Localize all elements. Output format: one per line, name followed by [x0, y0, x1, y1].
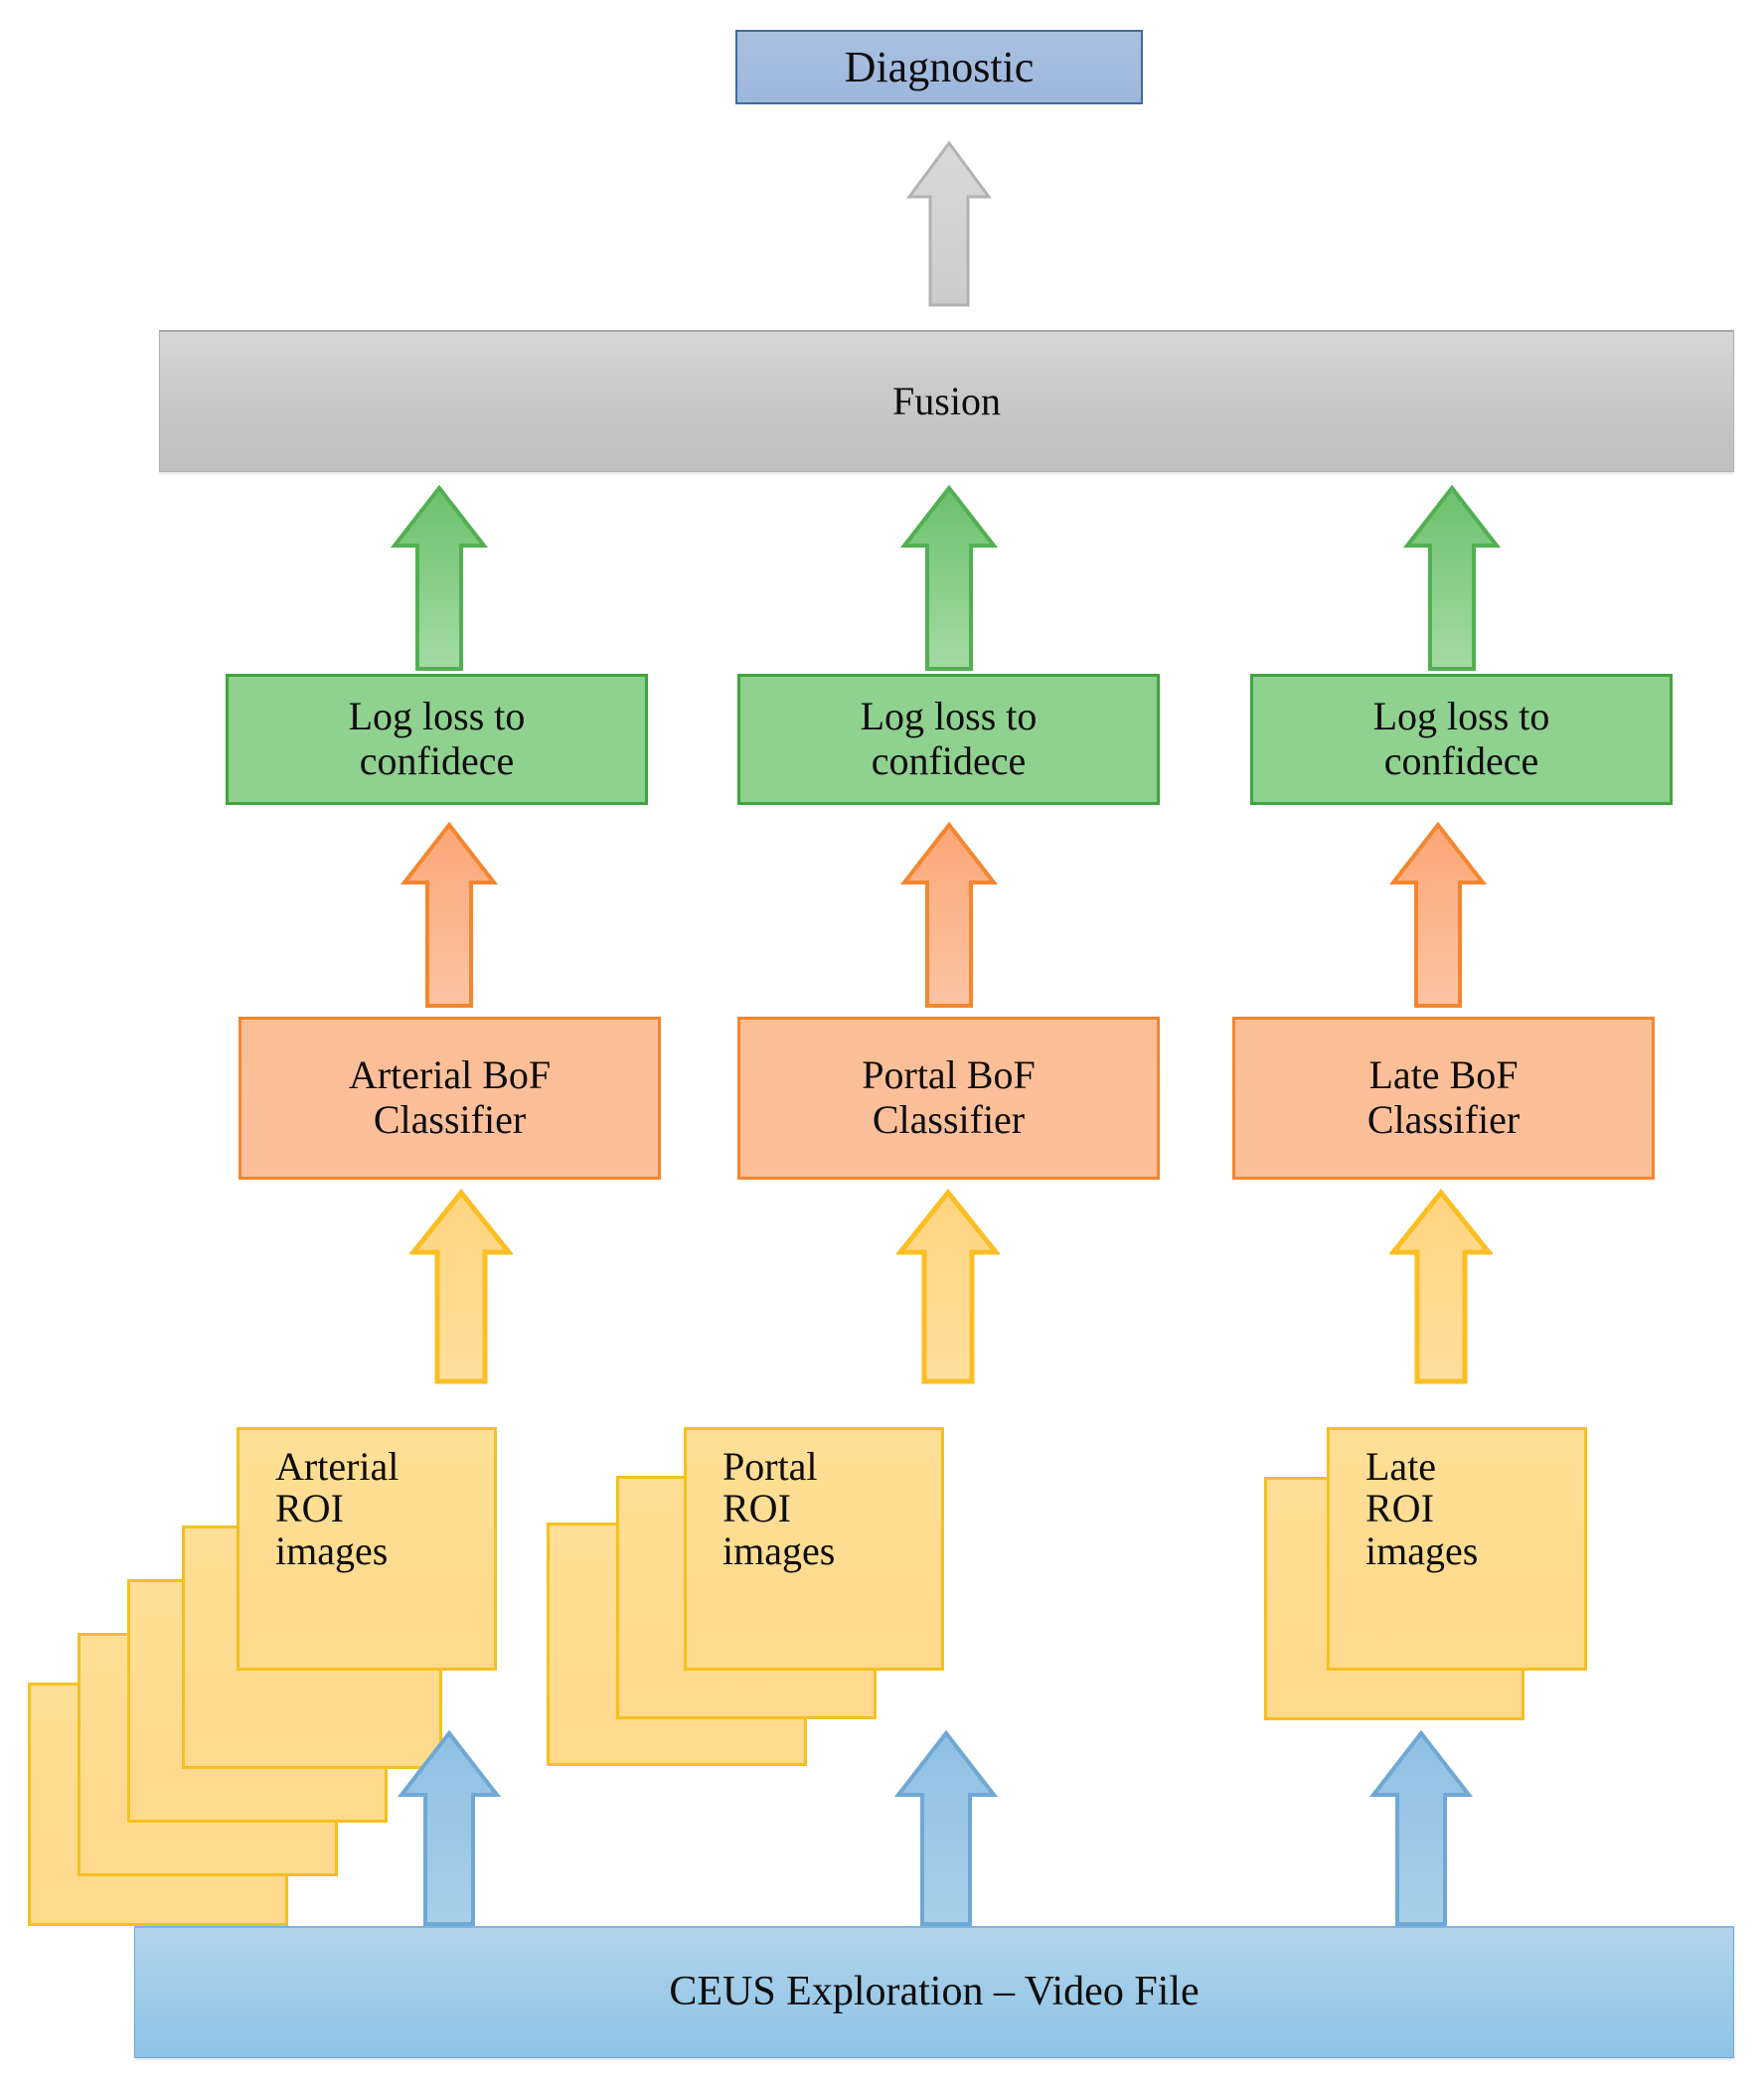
- confidence-to-fusion-arrow-arterial: [391, 484, 488, 673]
- node-log-loss-to-confidence-arterial-label: Log loss to confidece: [348, 694, 526, 783]
- roi-to-classifier-arrow-late: [1389, 1189, 1493, 1385]
- node-fusion-label: Fusion: [892, 378, 1001, 423]
- node-classifier-portal[interactable]: Portal BoF Classifier: [737, 1017, 1160, 1180]
- roi-label-portal: Portal ROI images: [722, 1444, 836, 1573]
- roi-label-arterial: Arterial ROI images: [275, 1444, 400, 1573]
- node-ceus-exploration-video-file-label: CEUS Exploration – Video File: [669, 1969, 1200, 2015]
- node-classifier-portal-label: Portal BoF Classifier: [862, 1052, 1036, 1142]
- video-to-roi-arrow-portal: [894, 1729, 998, 1928]
- roi-card-arterial-1[interactable]: Arterial ROI images: [237, 1427, 497, 1671]
- node-fusion[interactable]: Fusion: [159, 330, 1734, 472]
- roi-stack-late: Late ROI images: [1173, 1381, 1587, 1779]
- roi-card-portal-1[interactable]: Portal ROI images: [684, 1427, 944, 1671]
- roi-to-classifier-arrow-arterial: [409, 1189, 513, 1385]
- node-log-loss-to-confidence-portal-label: Log loss to confidece: [860, 694, 1038, 783]
- roi-stack-arterial: Arterial ROI images: [0, 1381, 616, 1926]
- node-classifier-late[interactable]: Late BoF Classifier: [1232, 1017, 1655, 1180]
- roi-stack-portal: Portal ROI images: [517, 1381, 944, 1779]
- classifier-to-confidence-arrow-portal: [900, 821, 998, 1010]
- node-diagnostic-label: Diagnostic: [844, 42, 1035, 91]
- node-classifier-arterial[interactable]: Arterial BoF Classifier: [239, 1017, 661, 1180]
- node-diagnostic[interactable]: Diagnostic: [735, 30, 1143, 104]
- node-classifier-arterial-label: Arterial BoF Classifier: [348, 1052, 552, 1142]
- node-log-loss-to-confidence-portal[interactable]: Log loss to confidece: [737, 674, 1160, 805]
- classifier-to-confidence-arrow-late: [1389, 821, 1487, 1010]
- video-to-roi-arrow-arterial: [398, 1729, 501, 1928]
- node-log-loss-to-confidence-late-label: Log loss to confidece: [1372, 694, 1550, 783]
- confidence-to-fusion-arrow-late: [1403, 484, 1501, 673]
- node-log-loss-to-confidence-arterial[interactable]: Log loss to confidece: [226, 674, 648, 805]
- video-to-roi-arrow-late: [1369, 1729, 1473, 1928]
- node-log-loss-to-confidence-late[interactable]: Log loss to confidece: [1250, 674, 1673, 805]
- confidence-to-fusion-arrow-portal: [900, 484, 998, 673]
- node-ceus-exploration-video-file[interactable]: CEUS Exploration – Video File: [134, 1926, 1734, 2058]
- node-classifier-late-label: Late BoF Classifier: [1366, 1052, 1521, 1142]
- roi-to-classifier-arrow-portal: [896, 1189, 1000, 1385]
- roi-label-late: Late ROI images: [1365, 1444, 1479, 1573]
- fusion-to-diagnostic-arrow: [906, 139, 992, 308]
- roi-card-late-1[interactable]: Late ROI images: [1327, 1427, 1587, 1671]
- classifier-to-confidence-arrow-arterial: [401, 821, 498, 1010]
